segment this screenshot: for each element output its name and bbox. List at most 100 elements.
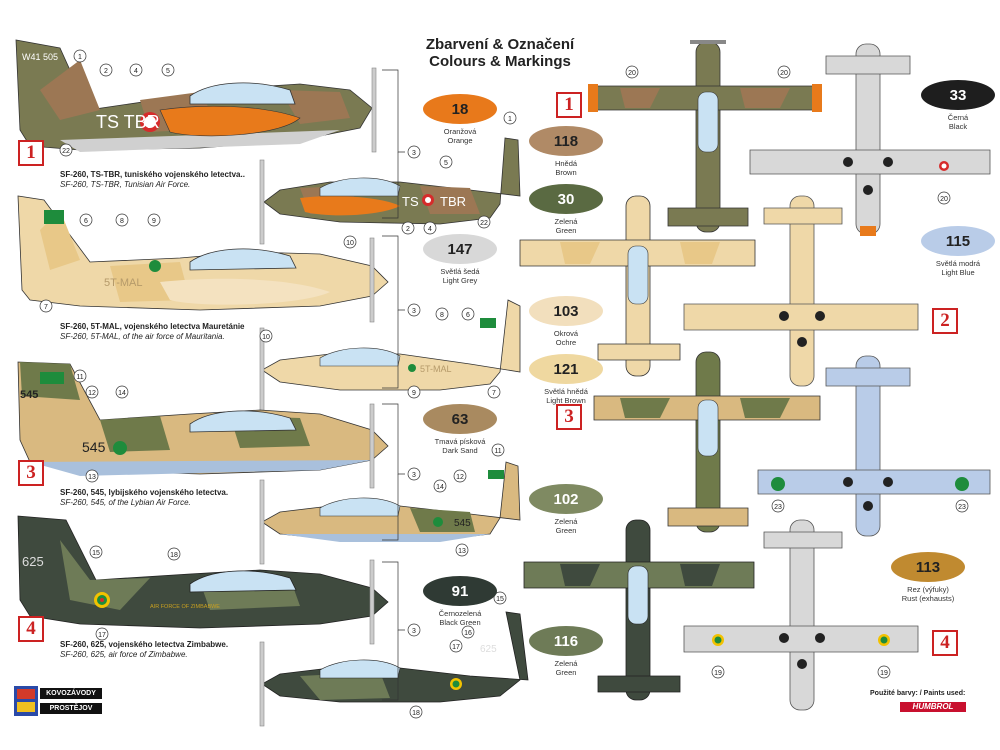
swatch-30-cz: Zelená — [554, 217, 578, 226]
svg-text:17: 17 — [98, 632, 106, 639]
swatch-113-chip: 113 — [891, 552, 965, 582]
svg-text:22: 22 — [62, 148, 70, 155]
paints-used-label: Použité barvy: / Paints used: — [870, 690, 966, 697]
swatch-121-chip: 121 — [529, 354, 603, 384]
svg-text:19: 19 — [880, 670, 888, 677]
caption-1: SF-260, TS-TBR, tuniského vojenského let… — [60, 170, 270, 190]
profile-badge-4: 4 — [18, 616, 44, 642]
swatch-91-chip: 91 — [423, 576, 497, 606]
swatch-102-en: Green — [555, 526, 577, 535]
svg-text:5: 5 — [166, 68, 170, 75]
swatch-102: 102 Zelená Green — [516, 484, 616, 535]
svg-text:19: 19 — [714, 670, 722, 677]
swatch-147-chip: 147 — [423, 234, 497, 264]
svg-text:9: 9 — [412, 390, 416, 397]
svg-text:23: 23 — [774, 504, 782, 511]
svg-text:5: 5 — [444, 160, 448, 167]
svg-text:545: 545 — [454, 518, 471, 529]
swatch-113-en: Rust (exhausts) — [901, 594, 955, 603]
svg-text:23: 23 — [958, 504, 966, 511]
profile-badge-3-top: 3 — [556, 404, 582, 430]
svg-text:7: 7 — [492, 390, 496, 397]
swatch-63-cz: Tmavá písková — [434, 437, 486, 446]
svg-text:14: 14 — [436, 484, 444, 491]
swatch-103-en: Ochre — [555, 338, 577, 347]
svg-text:9: 9 — [152, 218, 156, 225]
profile-badge-2-top: 2 — [932, 308, 958, 334]
caption-4-cz: SF-260, 625, vojenského letectva Zimbabw… — [60, 640, 229, 649]
title-en: Colours & Markings — [429, 53, 571, 70]
caption-1-en: SF-260, TS-TBR, Tunisian Air Force. — [60, 180, 191, 189]
swatch-30-en: Green — [555, 226, 577, 235]
aircraft-3-side-small: 545 — [259, 461, 521, 565]
aircraft-2-topview — [519, 195, 756, 377]
serial-545-tail: 545 — [20, 389, 38, 401]
svg-text:15: 15 — [92, 550, 100, 557]
swatch-115-chip: 115 — [921, 226, 995, 256]
svg-text:1: 1 — [508, 116, 512, 123]
swatch-147-cz: Světlá šedá — [440, 267, 480, 276]
svg-text:12: 12 — [88, 390, 96, 397]
swatch-33-en: Black — [948, 122, 968, 131]
svg-text:10: 10 — [262, 334, 270, 341]
svg-text:TS: TS — [402, 194, 419, 209]
logo-top-text: KOVOZÁVODY — [40, 688, 102, 699]
svg-text:10: 10 — [346, 240, 354, 247]
caption-3-en: SF-260, 545, of the Lybian Air Force. — [60, 498, 191, 507]
svg-text:3: 3 — [412, 472, 416, 479]
swatch-118: 118 Hnědá Brown — [516, 126, 616, 177]
swatch-147-en: Light Grey — [442, 276, 478, 285]
svg-text:7: 7 — [44, 304, 48, 311]
logo-bottom-text: PROSTĚJOV — [40, 703, 102, 714]
swatch-116-cz: Zelená — [554, 659, 578, 668]
swatch-118-en: Brown — [555, 168, 577, 177]
swatch-147: 147 Světlá šedá Light Grey — [410, 234, 510, 285]
swatch-118-chip: 118 — [529, 126, 603, 156]
caption-3: SF-260, 545, lybijského vojenského letec… — [60, 488, 280, 508]
svg-text:22: 22 — [480, 220, 488, 227]
reg-ts-large: TS TBR — [96, 112, 160, 132]
aircraft-2-bottomview — [683, 195, 919, 387]
swatch-121-en: Light Brown — [546, 396, 586, 405]
svg-text:3: 3 — [412, 628, 416, 635]
swatch-102-chip: 102 — [529, 484, 603, 514]
swatch-103-chip: 103 — [529, 296, 603, 326]
swatch-121-cz: Světlá hnědá — [544, 387, 588, 396]
caption-2-cz: SF-260, 5T-MAL, vojenského letectva Maur… — [60, 322, 245, 331]
svg-text:3: 3 — [412, 308, 416, 315]
zimbabwe-fuselage-text: AIR FORCE OF ZIMBABWE — [150, 604, 220, 610]
svg-text:8: 8 — [440, 312, 444, 319]
aircraft-4-topview — [523, 519, 755, 701]
swatch-116-chip: 116 — [529, 626, 603, 656]
swatch-91-en: Black Green — [439, 618, 481, 627]
swatch-103: 103 Okrová Ochre — [516, 296, 616, 347]
svg-text:6: 6 — [466, 312, 470, 319]
swatch-33-cz: Černá — [947, 113, 969, 122]
aircraft-2-side-small: 5T-MAL — [259, 299, 521, 413]
swatch-121: 121 Světlá hnědá Light Brown — [516, 354, 616, 405]
swatch-91: 91 Černozelená Black Green — [410, 576, 510, 627]
serial-625-tail: 625 — [22, 554, 44, 569]
svg-text:545: 545 — [82, 439, 106, 455]
swatch-63: 63 Tmavá písková Dark Sand — [410, 404, 510, 455]
swatch-116-en: Green — [555, 668, 577, 677]
svg-text:15: 15 — [496, 596, 504, 603]
aircraft-4-side-large: 625 AIR FORCE OF ZIMBABWE — [17, 515, 389, 645]
svg-text:20: 20 — [628, 70, 636, 77]
reg-5t-large: 5T-MAL — [104, 277, 143, 289]
svg-text:5T-MAL: 5T-MAL — [420, 364, 452, 374]
svg-text:4: 4 — [428, 226, 432, 233]
svg-text:17: 17 — [452, 644, 460, 651]
swatch-118-cz: Hnědá — [554, 159, 578, 168]
profile-badge-4-top: 4 — [932, 630, 958, 656]
serial-w41-large: W41 505 — [22, 52, 58, 62]
svg-text:2: 2 — [406, 226, 410, 233]
svg-text:13: 13 — [88, 474, 96, 481]
swatch-115-cz: Světlá modrá — [935, 259, 981, 268]
svg-text:20: 20 — [780, 70, 788, 77]
caption-4-en: SF-260, 625, air force of Zimbabwe. — [60, 650, 188, 659]
humbrol-logo: HUMBROL — [900, 702, 966, 712]
